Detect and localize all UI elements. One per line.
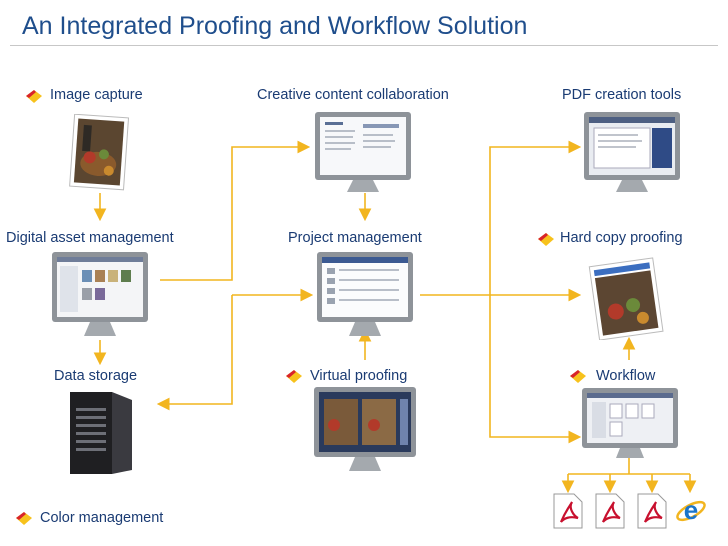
label-data-storage: Data storage bbox=[54, 368, 138, 384]
label-color-management: Color management bbox=[40, 510, 164, 526]
server-tower bbox=[70, 392, 132, 474]
label-workflow: Workflow bbox=[596, 368, 656, 384]
monitor-pdf-tools bbox=[584, 112, 680, 192]
flag-icon bbox=[570, 370, 586, 383]
photo-image bbox=[69, 114, 130, 191]
title-divider bbox=[10, 45, 718, 46]
label-project-management: Project management bbox=[288, 230, 422, 246]
svg-text:e: e bbox=[684, 495, 698, 525]
label-virtual-proofing: Virtual proofing bbox=[310, 368, 408, 384]
flag-icon bbox=[538, 233, 554, 246]
pdf-icon bbox=[553, 493, 583, 529]
proof-print-image bbox=[588, 257, 664, 340]
ie-icon: e bbox=[676, 495, 706, 525]
label-image-capture: Image capture bbox=[50, 87, 143, 103]
pdf-icon bbox=[595, 493, 625, 529]
monitor-project-management bbox=[317, 252, 413, 336]
label-creative-collaboration: Creative content collaboration bbox=[257, 87, 449, 103]
page-title: An Integrated Proofing and Workflow Solu… bbox=[22, 12, 528, 40]
label-pdf-tools: PDF creation tools bbox=[562, 87, 682, 103]
monitor-digital-asset-management bbox=[52, 252, 148, 336]
pdf-icon bbox=[637, 493, 667, 529]
flag-icon bbox=[26, 90, 42, 103]
monitor-workflow bbox=[582, 388, 678, 458]
flag-icon bbox=[16, 512, 32, 525]
monitor-virtual-proofing bbox=[314, 387, 416, 471]
monitor-creative-collaboration bbox=[315, 112, 411, 192]
label-hard-copy-proofing: Hard copy proofing bbox=[560, 230, 683, 246]
label-digital-asset-management: Digital asset management bbox=[6, 230, 174, 246]
flag-icon bbox=[286, 370, 302, 383]
